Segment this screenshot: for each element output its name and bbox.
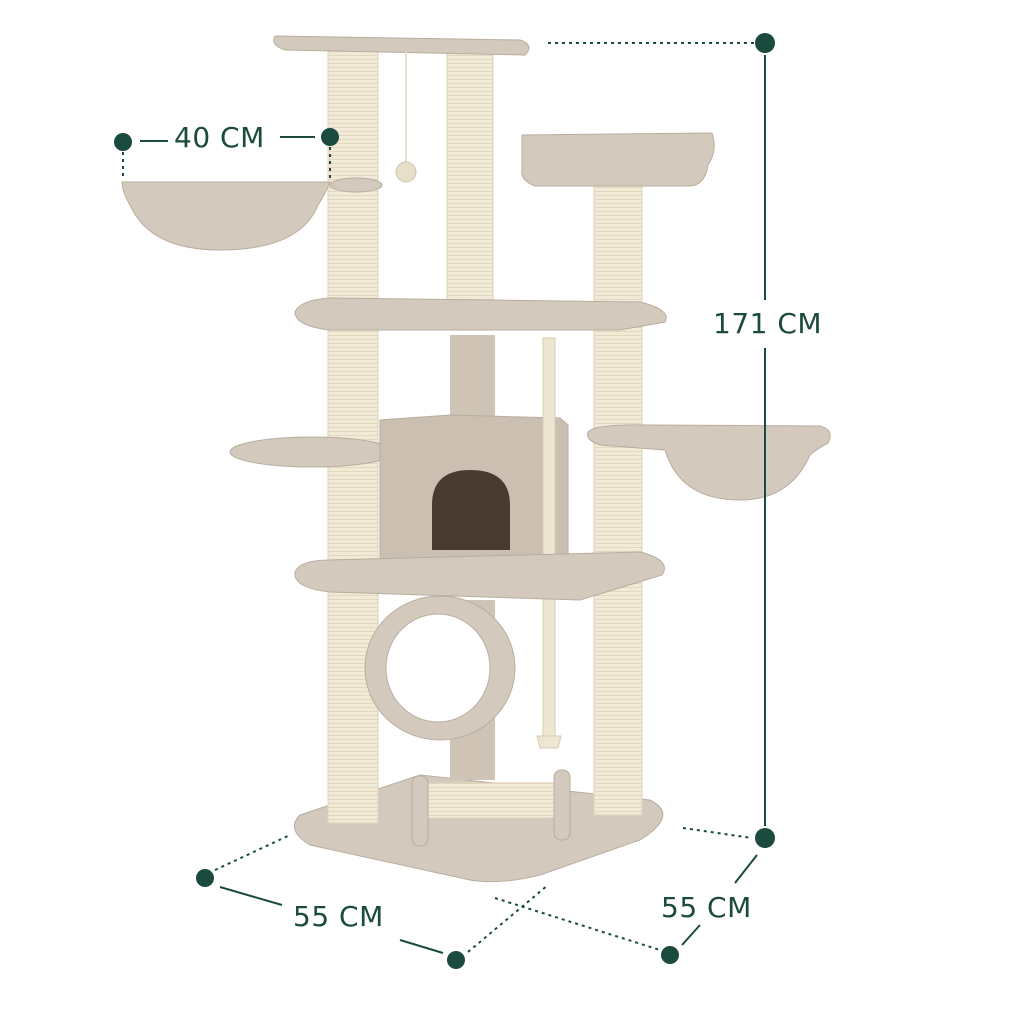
left-hammock-basket	[121, 181, 331, 251]
scratching-roller	[419, 782, 561, 819]
base-platform	[293, 774, 664, 883]
top-right-perch	[521, 132, 715, 187]
dimension-dot	[755, 33, 775, 53]
dimension-dot	[321, 128, 339, 146]
dimension-dot	[196, 869, 214, 887]
hanging-ball-toy	[395, 161, 417, 183]
cat-tree	[121, 35, 831, 883]
condo-entrance	[432, 470, 510, 550]
lower-platform	[294, 551, 665, 601]
dimension-annotations	[114, 33, 775, 969]
perch-width-label: 40 CM	[174, 121, 265, 154]
dimension-dot	[755, 828, 775, 848]
right-post	[593, 184, 643, 816]
middle-platform	[294, 297, 667, 331]
dimension-dot	[114, 133, 132, 151]
middle-post	[446, 51, 494, 301]
dimension-dot	[661, 946, 679, 964]
base-depth-label: 55 CM	[661, 891, 752, 924]
dimension-dot	[447, 951, 465, 969]
left-step-platform	[229, 436, 395, 468]
sisal-rope-toy	[542, 337, 556, 737]
right-hammock-basket	[587, 424, 831, 501]
base-width-label: 55 CM	[293, 900, 384, 933]
left-post	[327, 47, 379, 824]
height-label: 171 CM	[713, 307, 823, 340]
top-platform	[273, 35, 530, 56]
